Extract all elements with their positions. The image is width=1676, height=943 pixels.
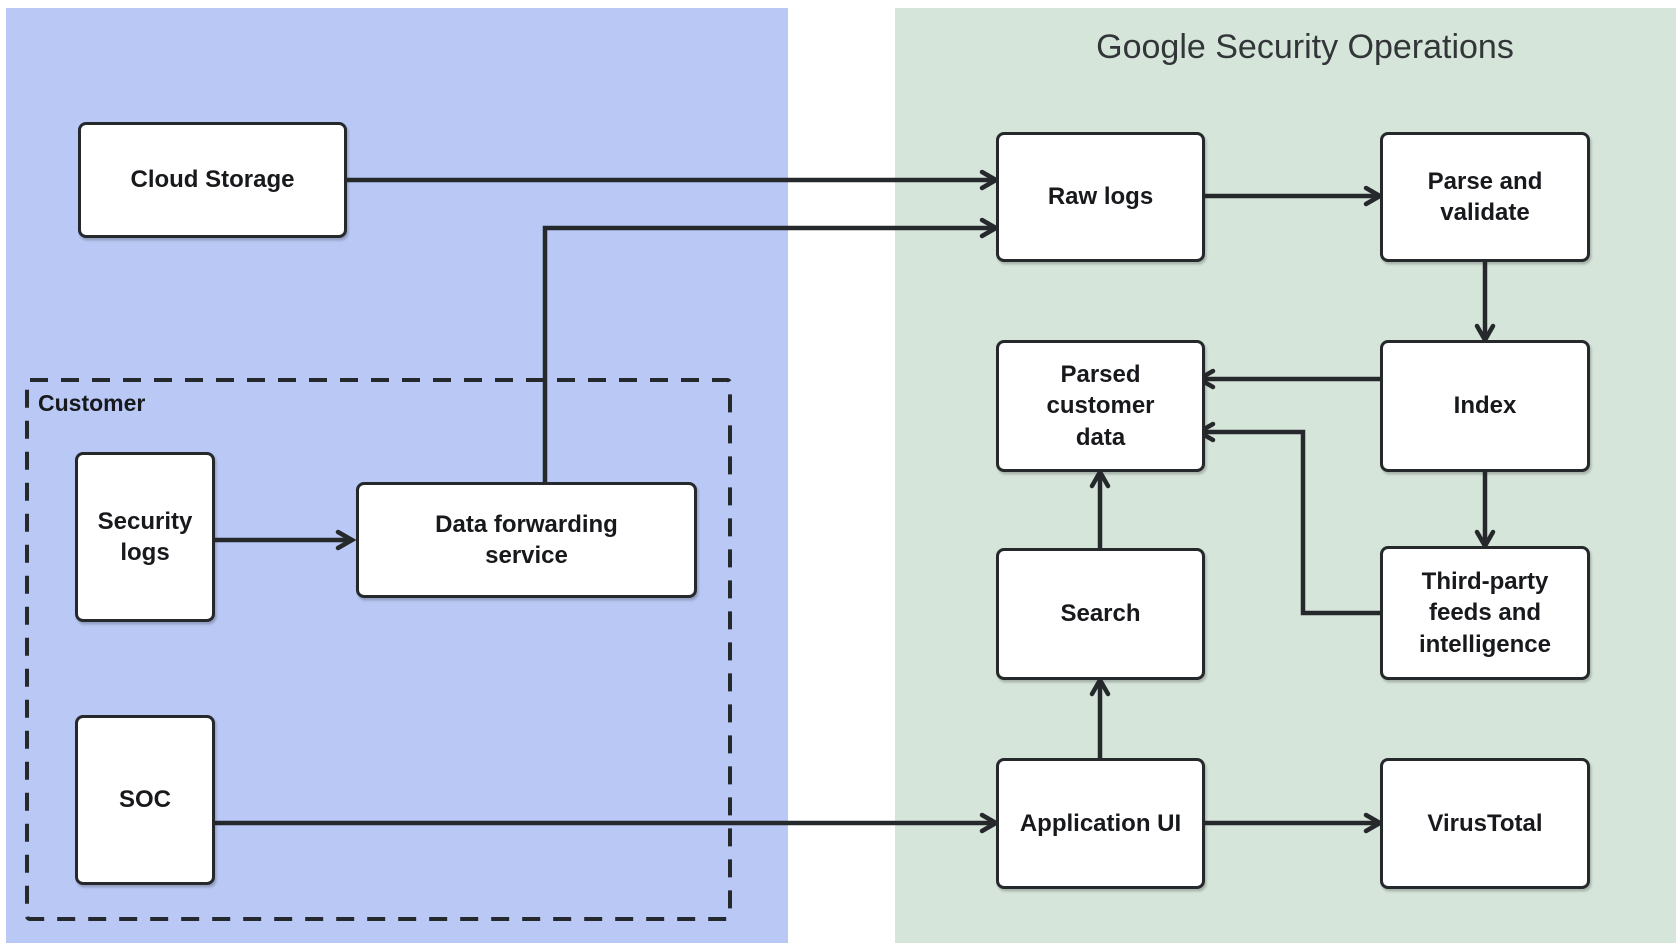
customer-zone-label: Customer <box>38 390 146 416</box>
node-search-label: Search <box>1060 600 1141 628</box>
node-cloud-storage-label: Cloud Storage <box>130 166 295 194</box>
edge-third-party-feeds-to-parsed-customer-data <box>1194 421 1380 616</box>
node-security-logs: Security logs <box>75 452 215 622</box>
node-parsed-customer-data-label: Parsed customer data <box>1046 361 1155 451</box>
node-soc-label: SOC <box>118 786 171 814</box>
customer-zone-border <box>25 378 732 921</box>
node-index: Index <box>1380 340 1590 472</box>
edge-data-forwarding-service-to-raw-logs <box>542 217 1001 482</box>
node-data-forwarding-service: Data forwarding service <box>356 482 697 598</box>
node-parsed-customer-data: Parsed customer data <box>996 340 1205 472</box>
node-security-logs-label: Security logs <box>97 507 193 566</box>
node-raw-logs: Raw logs <box>996 132 1205 262</box>
node-virustotal: VirusTotal <box>1380 758 1590 889</box>
node-raw-logs-label: Raw logs <box>1047 183 1154 211</box>
diagram-title: Google Security Operations <box>1096 28 1514 66</box>
node-third-party-feeds-and-intelligence: Third-party feeds and intelligence <box>1380 546 1590 680</box>
node-index-label: Index <box>1453 392 1517 420</box>
node-virustotal-label: VirusTotal <box>1427 809 1543 837</box>
node-third-party-feeds-and-intelligence-label: Third-party feeds and intelligence <box>1418 568 1552 658</box>
node-search: Search <box>996 548 1205 680</box>
node-parse-and-validate: Parse and validate <box>1380 132 1590 262</box>
node-application-ui-label: Application UI <box>1019 809 1182 837</box>
node-soc: SOC <box>75 715 215 885</box>
node-data-forwarding-service-label: Data forwarding service <box>435 510 618 569</box>
node-cloud-storage: Cloud Storage <box>78 122 347 238</box>
node-parse-and-validate-label: Parse and validate <box>1427 167 1543 226</box>
node-application-ui: Application UI <box>996 758 1205 889</box>
